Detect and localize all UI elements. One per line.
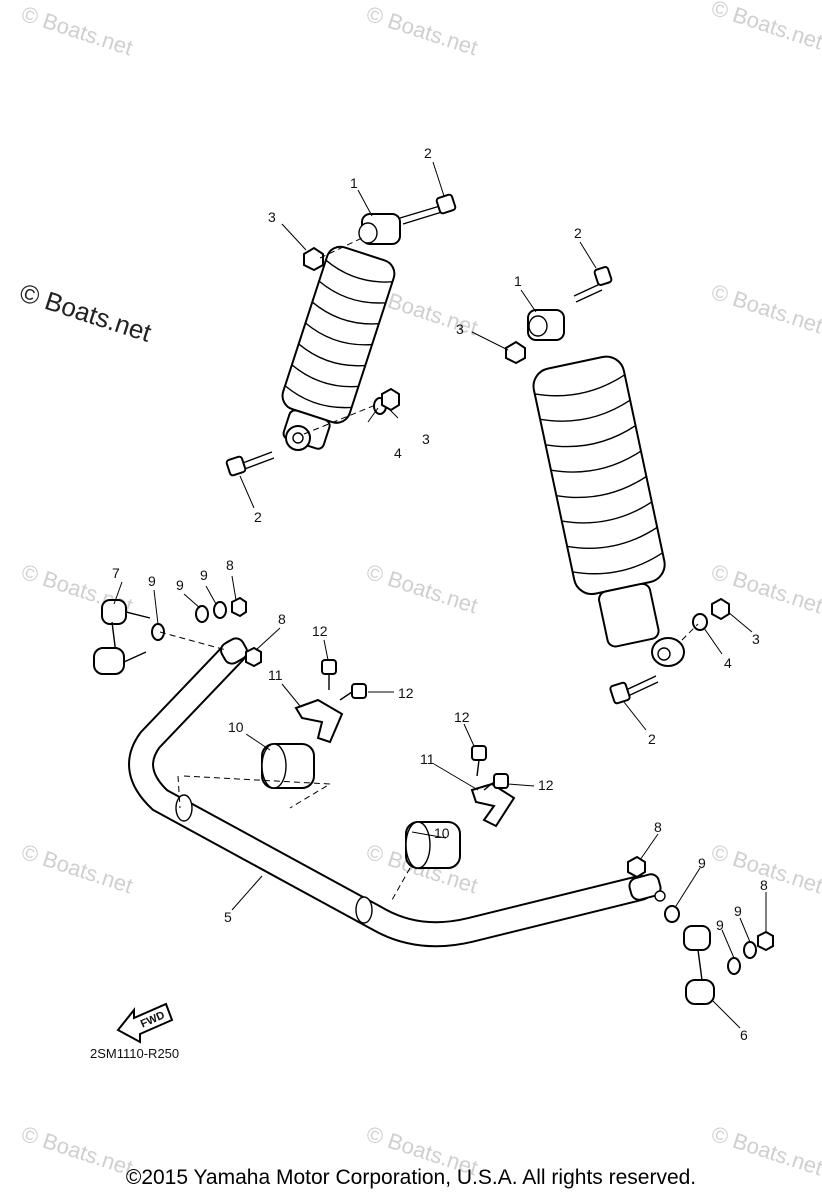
watermark: © Boats.net [363,559,480,618]
callout-12: 12 [454,709,470,725]
callout-11: 11 [268,667,283,683]
stabilizer-bar [128,637,666,948]
callout-2: 2 [254,509,262,525]
callout-9: 9 [148,573,156,589]
callout-11: 11 [420,751,435,767]
bushing-right [405,821,461,869]
callout-3: 3 [422,431,430,447]
callout-9: 9 [734,903,742,919]
callout-5: 5 [224,909,232,925]
copyright-notice: ©2015 Yamaha Motor Corporation, U.S.A. A… [125,1166,697,1189]
callout-3: 3 [268,209,276,225]
watermark: © Boats.net [708,0,822,54]
callout-8: 8 [226,557,234,573]
diagram-part-number: 2SM1110-R250 [90,1046,179,1061]
watermark: © Boats.net [708,279,822,338]
shock-absorber-right [505,266,730,705]
callout-7: 7 [112,565,120,581]
callout-12: 12 [312,623,328,639]
shock-absorber-left [225,193,457,477]
callout-9: 9 [176,577,184,593]
callout-1: 1 [514,273,522,289]
callout-4: 4 [394,445,402,461]
callout-9: 9 [716,917,724,933]
stabilizer-link-left [93,596,262,675]
bracket-left [294,659,367,744]
callout-4: 4 [724,655,732,671]
callout-3: 3 [752,631,760,647]
callout-9: 9 [698,855,706,871]
callout-2: 2 [574,225,582,241]
callout-2: 2 [648,731,656,747]
callout-12: 12 [538,777,554,793]
callout-10: 10 [228,719,244,735]
callout-10: 10 [434,825,450,841]
callout-9: 9 [200,567,208,583]
callouts: 1 2 3 3 4 2 1 2 3 3 4 2 7 9 9 9 8 8 12 1… [112,145,768,1043]
watermark-large: © Boats.net [16,277,156,348]
watermark: © Boats.net [18,1,135,60]
bracket-right [470,745,516,828]
callout-leaders [113,161,767,1029]
stabilizer-link-right [627,855,774,1005]
bushing-left [261,743,315,789]
callout-6: 6 [740,1027,748,1043]
callout-12: 12 [398,685,414,701]
fwd-arrow-icon: FWD [116,1002,174,1044]
watermark: © Boats.net [18,839,135,898]
callout-8: 8 [654,819,662,835]
callout-1: 1 [350,175,358,191]
callout-8: 8 [760,877,768,893]
callout-8: 8 [278,611,286,627]
callout-2: 2 [424,145,432,161]
watermark: © Boats.net [363,1,480,60]
callout-3: 3 [456,321,464,337]
